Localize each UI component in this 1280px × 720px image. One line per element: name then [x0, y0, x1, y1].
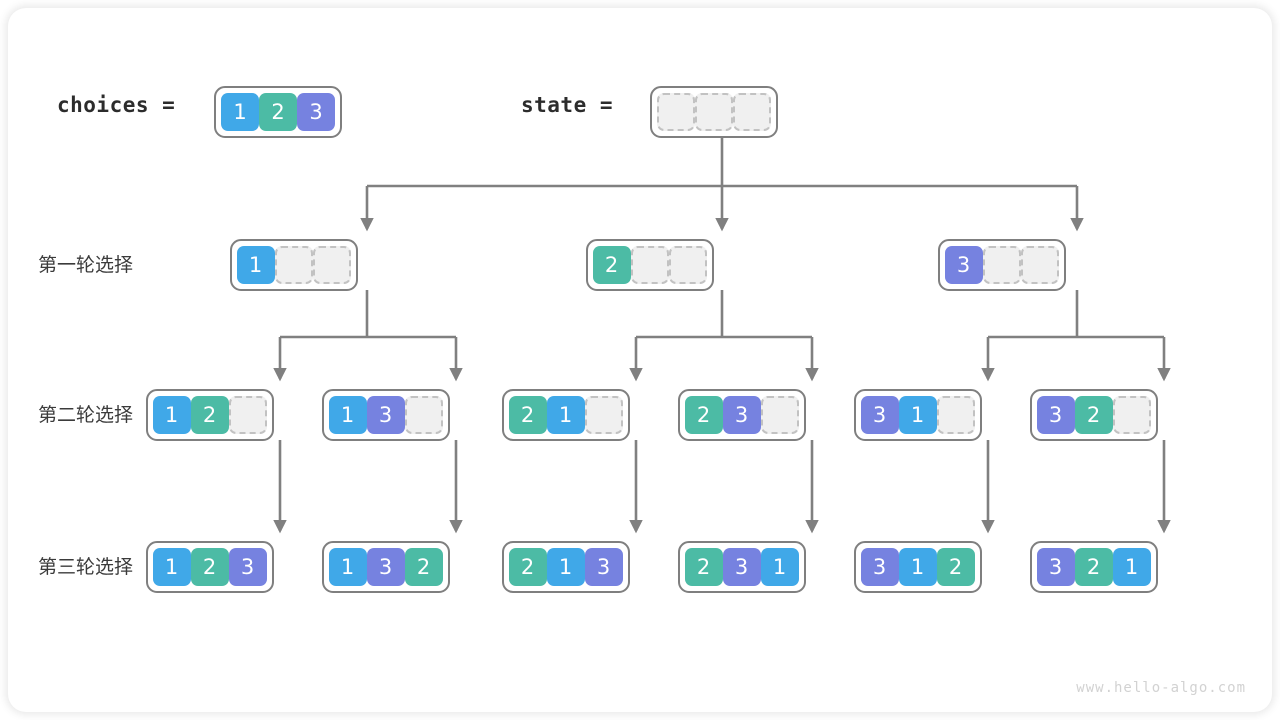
r3n4-cell-1: 3 [722, 548, 761, 586]
r2n1-cell-0: 1 [152, 396, 191, 434]
r2n4-cell-1: 3 [722, 396, 761, 434]
r2n5-cell-2 [936, 396, 975, 434]
row-label-round-1: 第一轮选择 [38, 254, 134, 276]
r3n1-cell-1: 2 [190, 548, 229, 586]
r2n2-cell-0: 1 [328, 396, 367, 434]
r3n6-cell-1: 2 [1074, 548, 1113, 586]
tree-node-r1-n2: 2 [585, 239, 714, 291]
r2n3-cell-0: 2 [508, 396, 547, 434]
r3n5-cell-1: 1 [898, 548, 937, 586]
row-label-round-3: 第三轮选择 [38, 556, 134, 578]
r3n1-cell-2: 3 [228, 548, 267, 586]
r2n3-cell-2 [584, 396, 623, 434]
state-cell-2 [733, 93, 771, 131]
r1n2-cell-1 [630, 246, 669, 284]
r1n3-cell-1 [982, 246, 1021, 284]
r3n6-cell-2: 1 [1112, 548, 1151, 586]
tree-node-r1-n1: 1 [229, 239, 358, 291]
r3n3-cell-0: 2 [508, 548, 547, 586]
r2n2-cell-2 [404, 396, 443, 434]
choices-cell-1: 2 [259, 93, 297, 131]
r3n2-cell-2: 2 [404, 548, 443, 586]
watermark: www.hello-algo.com [1076, 680, 1246, 696]
r2n1-cell-1: 2 [190, 396, 229, 434]
r2n3-cell-1: 1 [546, 396, 585, 434]
r3n2-cell-1: 3 [366, 548, 405, 586]
r3n6-cell-0: 3 [1036, 548, 1075, 586]
r3n3-cell-2: 3 [584, 548, 623, 586]
diagram-card [8, 8, 1272, 712]
choices-cell-2: 3 [297, 93, 335, 131]
r2n5-cell-0: 3 [860, 396, 899, 434]
r2n4-cell-0: 2 [684, 396, 723, 434]
choices-cell-0: 1 [221, 93, 259, 131]
choices-label: choices = [57, 93, 176, 117]
state-cell-1 [695, 93, 733, 131]
r3n4-cell-2: 1 [760, 548, 799, 586]
r1n2-cell-2 [668, 246, 707, 284]
r2n4-cell-2 [760, 396, 799, 434]
state-label: state = [521, 93, 614, 117]
r1n1-cell-2 [312, 246, 351, 284]
r2n6-cell-0: 3 [1036, 396, 1075, 434]
r2n1-cell-2 [228, 396, 267, 434]
r3n1-cell-0: 1 [152, 548, 191, 586]
r1n3-cell-0: 3 [944, 246, 983, 284]
tree-node-r1-n3: 3 [937, 239, 1066, 291]
r3n5-cell-2: 2 [936, 548, 975, 586]
state-array [650, 86, 778, 138]
r3n3-cell-1: 1 [546, 548, 585, 586]
r2n2-cell-1: 3 [366, 396, 405, 434]
r3n2-cell-0: 1 [328, 548, 367, 586]
r3n4-cell-0: 2 [684, 548, 723, 586]
state-cell-0 [657, 93, 695, 131]
r1n1-cell-0: 1 [236, 246, 275, 284]
r2n6-cell-2 [1112, 396, 1151, 434]
r1n1-cell-1 [274, 246, 313, 284]
r2n5-cell-1: 1 [898, 396, 937, 434]
r2n6-cell-1: 2 [1074, 396, 1113, 434]
r1n2-cell-0: 2 [592, 246, 631, 284]
row-label-round-2: 第二轮选择 [38, 404, 134, 426]
r1n3-cell-2 [1020, 246, 1059, 284]
r3n5-cell-0: 3 [860, 548, 899, 586]
